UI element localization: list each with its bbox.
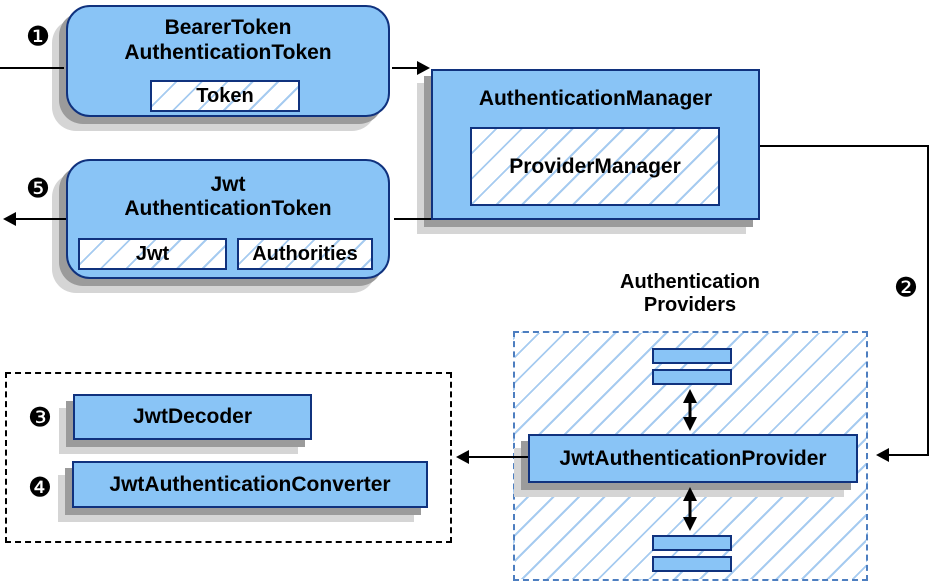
step-1-badge: ❶ [25,21,51,53]
token-chip: Token [150,80,300,112]
arrow-provider-to-decoders-head [456,450,469,464]
jwt-authentication-token-title: Jwt AuthenticationToken [66,173,390,221]
jwt-chip: Jwt [78,238,227,270]
step-4-badge: ❹ [27,472,53,504]
authentication-manager-title: AuthenticationManager [478,87,713,110]
arrow-manager-to-provider-head [876,448,889,462]
bearer-token-title-line1: BearerToken [164,16,292,39]
step-3-badge: ❸ [27,402,53,434]
arrow-bearer-to-manager-head [417,61,430,75]
step-5-badge: ❺ [25,173,51,205]
bearer-token-title-line2: AuthenticationToken [124,41,332,64]
provider-stack-bottom-bar-2 [652,556,732,572]
jwt-decoder-node: JwtDecoder [73,394,312,440]
jwt-token-title-line1: Jwt [210,173,246,196]
authentication-providers-label-line1: Authentication [620,271,760,293]
jwt-token-title-line2: AuthenticationToken [124,197,332,220]
authorities-chip: Authorities [237,238,373,270]
authentication-providers-label: Authentication Providers [540,271,840,317]
provider-stack-top-bar-1 [652,348,732,364]
jwt-authentication-provider-node: JwtAuthenticationProvider [528,434,858,483]
provider-stack-bottom-bar-1 [652,535,732,551]
bearer-token-title: BearerToken AuthenticationToken [66,15,390,65]
provider-manager-chip: ProviderManager [470,127,720,206]
step-2-badge: ❷ [893,272,919,304]
arrow-jwt-token-out-head [3,212,16,226]
provider-stack-top-bar-2 [652,369,732,385]
jwt-authentication-converter-node: JwtAuthenticationConverter [72,461,428,508]
authentication-providers-label-line2: Providers [643,294,737,316]
